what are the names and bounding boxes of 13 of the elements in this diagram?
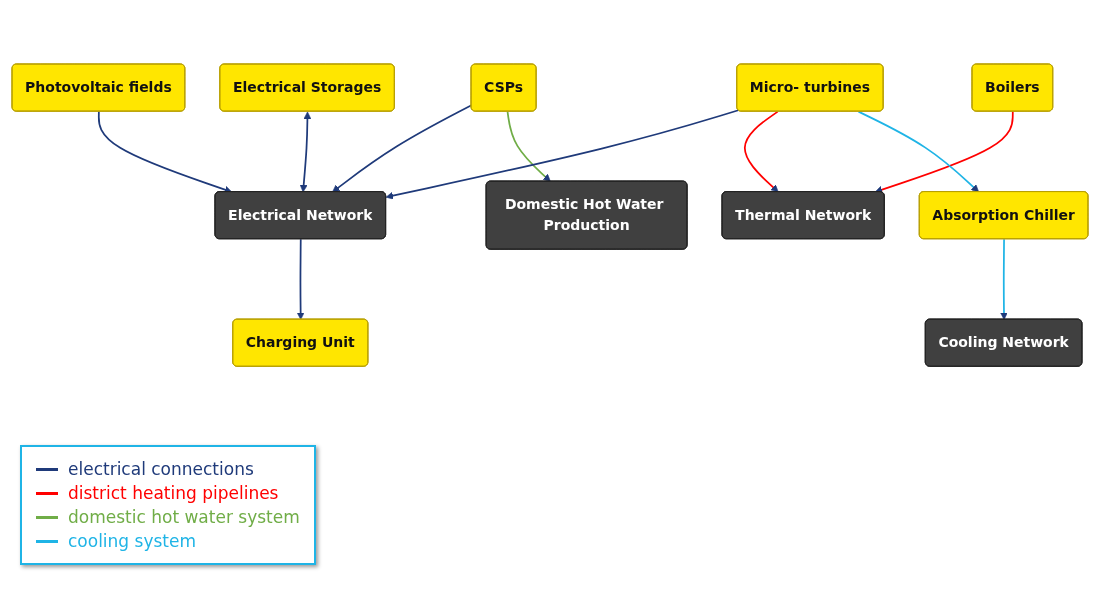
legend-text: district heating pipelines: [68, 483, 279, 503]
arrow: [506, 110, 551, 182]
arrow: [874, 110, 1014, 194]
arrow: [385, 109, 740, 200]
arrow: [743, 110, 779, 193]
arrow: [332, 104, 473, 193]
arrow: [1000, 238, 1008, 320]
legend-text: domestic hot water system: [68, 507, 300, 527]
arrow: [299, 111, 312, 193]
legend-text: electrical connections: [68, 459, 254, 479]
arrow: [296, 238, 305, 320]
legend-text: cooling system: [68, 531, 197, 551]
arrow: [857, 110, 980, 193]
